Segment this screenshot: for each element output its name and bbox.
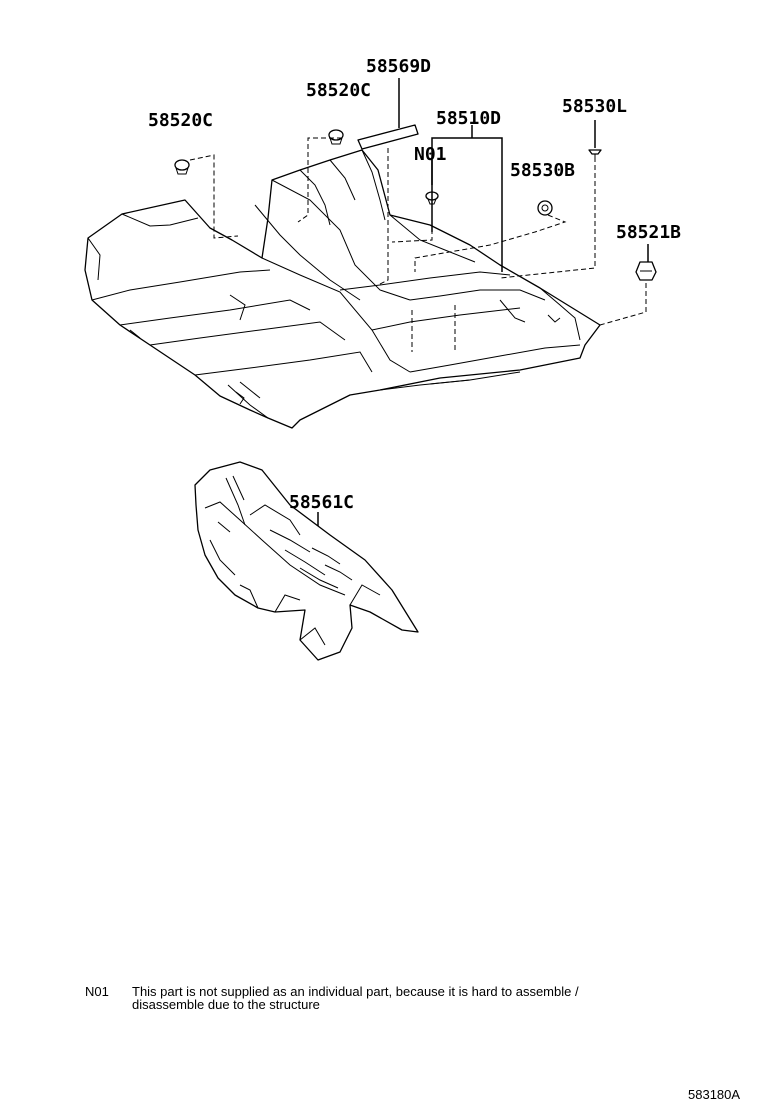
clip-58521B-illustration: [635, 261, 657, 281]
callout-58520C-left: 58520C: [148, 110, 213, 131]
callout-58520C-top: 58520C: [306, 80, 371, 101]
figure-id: 583180A: [688, 1087, 740, 1102]
callout-58510D: 58510D: [436, 108, 501, 129]
callout-58521B: 58521B: [616, 222, 681, 243]
floor-silencer-illustration: [194, 461, 419, 661]
callout-58561C: 58561C: [289, 492, 354, 513]
note-code: N01: [85, 984, 109, 999]
note-line-2: disassemble due to the structure: [132, 997, 320, 1012]
callout-N01: N01: [414, 144, 447, 165]
clip-58520C-left-illustration: [174, 159, 190, 175]
callout-58569D: 58569D: [366, 56, 431, 77]
clip-58520C-top-illustration: [328, 129, 344, 145]
callout-58530B: 58530B: [510, 160, 575, 181]
screw-58530L-illustration: [588, 149, 602, 162]
note-line-1: This part is not supplied as an individu…: [132, 984, 579, 999]
floor-carpet-illustration: [84, 149, 601, 429]
callout-58530L: 58530L: [562, 96, 627, 117]
dashed-attachment-lines: [189, 137, 647, 352]
leader-lines: [317, 78, 649, 530]
strip-58569D-illustration: [357, 124, 419, 150]
clip-58530B-illustration: [537, 200, 553, 216]
